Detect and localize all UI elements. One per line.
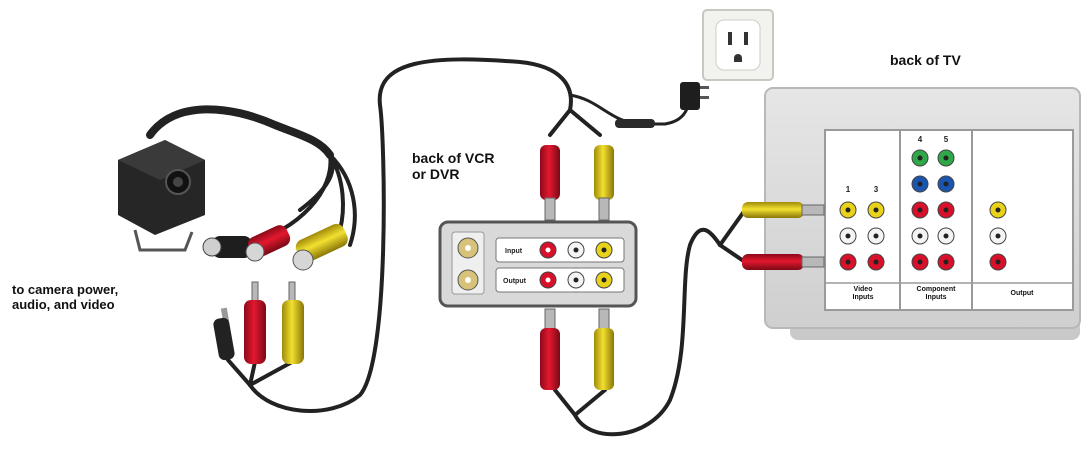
- vcr-input-split-cable: [568, 108, 602, 137]
- camera-plug-yellow: [282, 300, 304, 364]
- tv-jack-number-1: 1: [846, 185, 851, 194]
- tv-video-jacks: [839, 201, 885, 271]
- tv-split-yellow: [718, 208, 747, 247]
- tv-output-jacks: [989, 201, 1007, 271]
- camera-label: to camera power, audio, and video: [12, 282, 119, 312]
- vcr-out-plug-yellow: [594, 328, 614, 390]
- tv-component-jacks: [911, 149, 955, 271]
- vcr-label: back of VCR or DVR: [412, 150, 495, 183]
- camera-split-red: [248, 360, 257, 387]
- camera-to-vcr-cable: [248, 57, 573, 413]
- camera-bracket: [133, 229, 194, 252]
- camera-split-dc: [226, 358, 252, 387]
- outlet-slot-right: [744, 32, 748, 45]
- tv-label: back of TV: [890, 52, 961, 68]
- tv-split-red: [718, 243, 747, 264]
- tv-plug-yellow: [742, 202, 804, 218]
- outlet-ground: [734, 54, 742, 62]
- camera-plug-dc: [213, 317, 235, 361]
- tv-video-inputs-label: Video Inputs: [852, 286, 874, 302]
- outlet-slot-left: [728, 32, 732, 45]
- vcr-out-plug-red: [540, 328, 560, 390]
- tv-component-inputs-label: Component Inputs: [916, 286, 956, 302]
- vcr-back: Input Output: [438, 220, 638, 308]
- tv-jack-number-3: 3: [874, 185, 879, 194]
- camera-plug-red: [244, 300, 266, 364]
- tv-plug-red: [742, 254, 804, 270]
- tv-back: 1 3 4 5: [764, 87, 1081, 340]
- wall-outlet: [702, 9, 774, 81]
- tv-output-label: Output: [1010, 290, 1034, 297]
- camera-split-yellow: [248, 360, 294, 387]
- vcr-input-label: Input: [505, 248, 523, 255]
- vcr-input-plugs: [540, 145, 614, 221]
- vcr-in-plug-red: [540, 145, 560, 200]
- vcr-out-red-cable: [553, 388, 577, 417]
- tv-jack-number-4: 4: [918, 135, 923, 144]
- vcr-output-plugs: [540, 308, 614, 390]
- camera-plugs: [213, 281, 304, 364]
- vcr-out-yellow-cable: [573, 388, 607, 417]
- vcr-to-tv-cable: [573, 228, 722, 437]
- vcr-output-label: Output: [503, 278, 527, 285]
- cables: [146, 57, 747, 437]
- vcr-in-plug-yellow: [594, 145, 614, 200]
- camera-dc-socket: [212, 236, 252, 258]
- camera-harness: [146, 105, 334, 159]
- power-adapter: [615, 82, 709, 128]
- camera: [118, 140, 205, 252]
- camera-sockets: [202, 223, 348, 271]
- tv-jack-number-5: 5: [944, 135, 949, 144]
- tv-plugs: [742, 202, 825, 270]
